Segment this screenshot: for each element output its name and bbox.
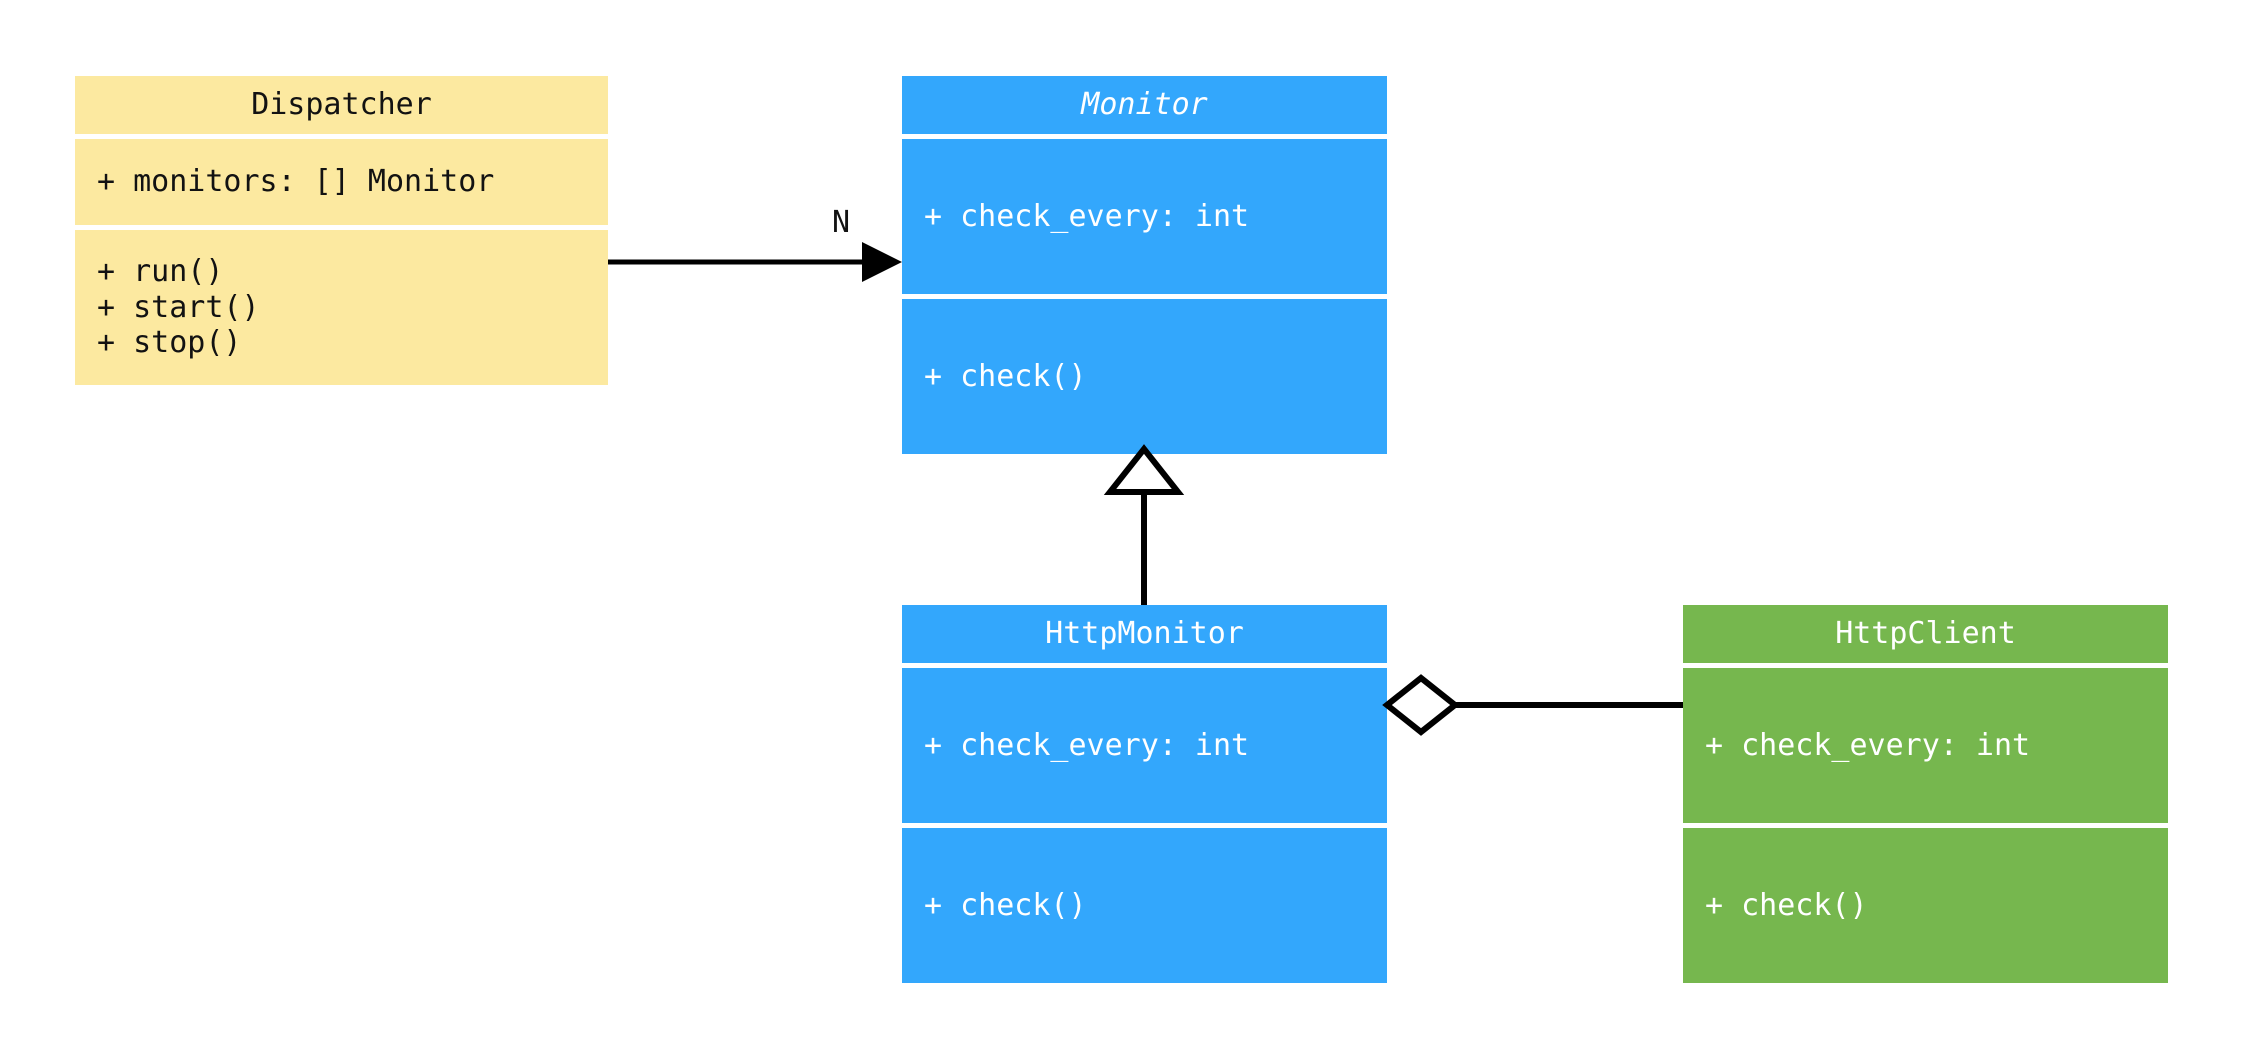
http-monitor-method: + check() xyxy=(924,887,1087,923)
http-monitor-method-list: + check() xyxy=(902,888,1387,923)
http-client-attribute: + check_every: int xyxy=(1705,727,2031,763)
monitor-method: + check() xyxy=(924,358,1087,394)
http-client-attribute-list: + check_every: int xyxy=(1683,728,2168,763)
http-client-title-compartment: HttpClient xyxy=(1683,605,2168,663)
dispatcher-attribute: + monitors: [] Monitor xyxy=(97,164,495,200)
hollow-triangle-arrowhead-icon xyxy=(1103,444,1185,495)
dispatcher-method: + start() xyxy=(97,289,260,325)
monitor-method-list: + check() xyxy=(902,359,1387,394)
http-client-class-name: HttpClient xyxy=(1835,616,2016,651)
class-box-http-client[interactable]: HttpClient + check_every: int + check() xyxy=(1683,605,2168,983)
dispatcher-methods-compartment: + run() + start() + stop() xyxy=(75,230,608,385)
dispatcher-class-name: Dispatcher xyxy=(251,87,432,122)
dispatcher-method: + run() xyxy=(97,254,224,290)
class-box-dispatcher[interactable]: Dispatcher + monitors: [] Monitor + run(… xyxy=(75,76,608,385)
http-monitor-title-compartment: HttpMonitor xyxy=(902,605,1387,663)
connector-http-monitor-inherits-monitor[interactable] xyxy=(1103,444,1185,605)
connector-http-monitor-aggregates-http-client[interactable] xyxy=(1382,674,1683,736)
monitor-attribute: + check_every: int xyxy=(924,198,1250,234)
http-monitor-methods-compartment: + check() xyxy=(902,828,1387,983)
dispatcher-method-list: + run() + start() + stop() xyxy=(75,254,608,360)
dispatcher-method: + stop() xyxy=(97,325,242,361)
http-monitor-attribute: + check_every: int xyxy=(924,727,1250,763)
monitor-attribute-list: + check_every: int xyxy=(902,199,1387,234)
dispatcher-attribute-list: + monitors: [] Monitor xyxy=(75,164,608,199)
monitor-attributes-compartment: + check_every: int xyxy=(902,139,1387,294)
http-monitor-attributes-compartment: + check_every: int xyxy=(902,668,1387,823)
monitor-title-compartment: Monitor xyxy=(902,76,1387,134)
http-client-methods-compartment: + check() xyxy=(1683,828,2168,983)
connector-dispatcher-to-monitor[interactable] xyxy=(608,242,902,282)
class-box-http-monitor[interactable]: HttpMonitor + check_every: int + check() xyxy=(902,605,1387,983)
http-client-method: + check() xyxy=(1705,887,1868,923)
class-box-monitor[interactable]: Monitor + check_every: int + check() xyxy=(902,76,1387,454)
dispatcher-attributes-compartment: + monitors: [] Monitor xyxy=(75,139,608,225)
http-monitor-attribute-list: + check_every: int xyxy=(902,728,1387,763)
hollow-diamond-aggregation-icon xyxy=(1382,674,1460,736)
association-multiplicity-label: N xyxy=(832,205,851,240)
http-client-attributes-compartment: + check_every: int xyxy=(1683,668,2168,823)
dispatcher-title-compartment: Dispatcher xyxy=(75,76,608,134)
monitor-methods-compartment: + check() xyxy=(902,299,1387,454)
filled-triangle-arrowhead-icon xyxy=(862,242,902,282)
http-monitor-class-name: HttpMonitor xyxy=(1045,616,1244,651)
monitor-class-name: Monitor xyxy=(1081,87,1208,122)
http-client-method-list: + check() xyxy=(1683,888,2168,923)
